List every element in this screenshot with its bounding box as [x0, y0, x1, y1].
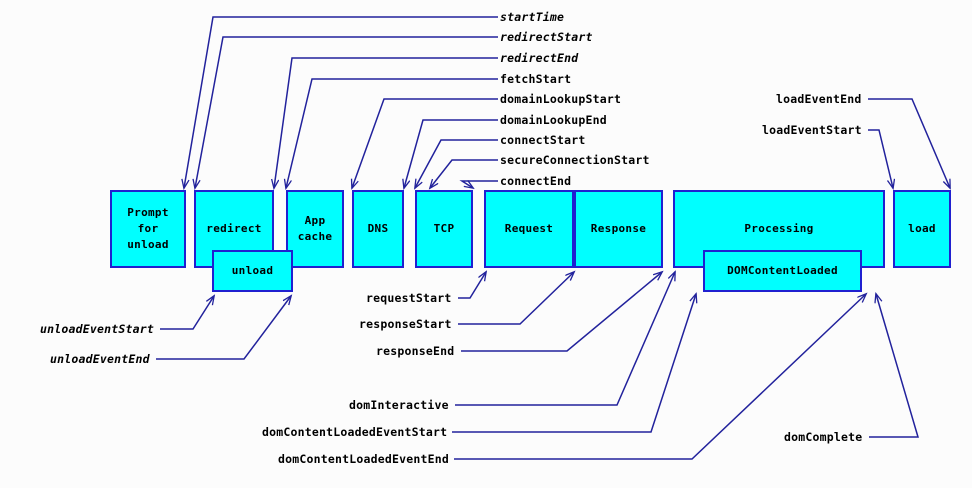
subphase-box-unload: unload: [212, 250, 293, 292]
milestone-label-domainLookupEnd: domainLookupEnd: [500, 113, 607, 127]
phase-box-app-cache: App cache: [286, 190, 344, 268]
connector-domComplete: [869, 294, 920, 438]
milestone-label-domainLookupStart: domainLookupStart: [500, 92, 622, 106]
milestone-label-connectEnd: connectEnd: [500, 174, 572, 188]
milestone-label-fetchStart: fetchStart: [500, 72, 572, 86]
phase-box-tcp: TCP: [415, 190, 473, 268]
connector-redirectEnd: [274, 57, 498, 188]
connector-fetchStart: [286, 78, 498, 188]
connector-unloadEventStart: [160, 296, 214, 330]
connector-loadEventEnd: [868, 98, 950, 188]
connector-unloadEventEnd: [156, 296, 291, 360]
milestone-label-domContentLoadedEventEnd: domContentLoadedEventEnd: [278, 452, 449, 466]
connector-loadEventStart: [868, 129, 893, 188]
connector-domainLookupStart: [352, 98, 498, 188]
milestone-label-unloadEventStart: unloadEventStart: [40, 322, 154, 336]
connector-domContentLoadedEventStart: [452, 294, 696, 433]
connector-responseEnd: [461, 272, 662, 352]
connector-secureConnectionStart: [430, 159, 498, 188]
subphase-box-domcontentloaded: DOMContentLoaded: [703, 250, 862, 292]
connector-connectEnd: [459, 181, 498, 188]
milestone-label-secureConnectionStart: secureConnectionStart: [500, 153, 650, 167]
milestone-label-responseStart: responseStart: [359, 317, 452, 331]
connector-domContentLoadedEventEnd: [454, 294, 866, 460]
connector-responseStart: [458, 272, 574, 325]
milestone-label-loadEventEnd: loadEventEnd: [776, 92, 862, 106]
milestone-label-responseEnd: responseEnd: [376, 344, 455, 358]
connector-requestStart: [458, 272, 486, 299]
connector-domInteractive: [455, 272, 675, 406]
phase-box-request: Request: [484, 190, 574, 268]
milestone-label-requestStart: requestStart: [366, 291, 452, 305]
milestone-label-loadEventStart: loadEventStart: [762, 123, 862, 137]
milestone-label-domComplete: domComplete: [784, 430, 863, 444]
milestone-label-domContentLoadedEventStart: domContentLoadedEventStart: [262, 425, 448, 439]
connector-redirectStart: [195, 36, 498, 188]
milestone-label-redirectEnd: redirectEnd: [500, 51, 579, 65]
connector-domainLookupEnd: [404, 119, 498, 188]
phase-box-response: Response: [574, 190, 663, 268]
milestone-label-startTime: startTime: [500, 10, 565, 24]
milestone-label-domInteractive: domInteractive: [349, 398, 449, 412]
connector-connectStart: [415, 139, 498, 188]
milestone-label-unloadEventEnd: unloadEventEnd: [50, 352, 150, 366]
connector-startTime: [184, 16, 498, 188]
phase-box-load: load: [893, 190, 951, 268]
phase-box-dns: DNS: [352, 190, 404, 268]
phase-box-prompt-for-unload: Prompt for unload: [110, 190, 186, 268]
milestone-label-connectStart: connectStart: [500, 133, 586, 147]
milestone-label-redirectStart: redirectStart: [500, 30, 593, 44]
